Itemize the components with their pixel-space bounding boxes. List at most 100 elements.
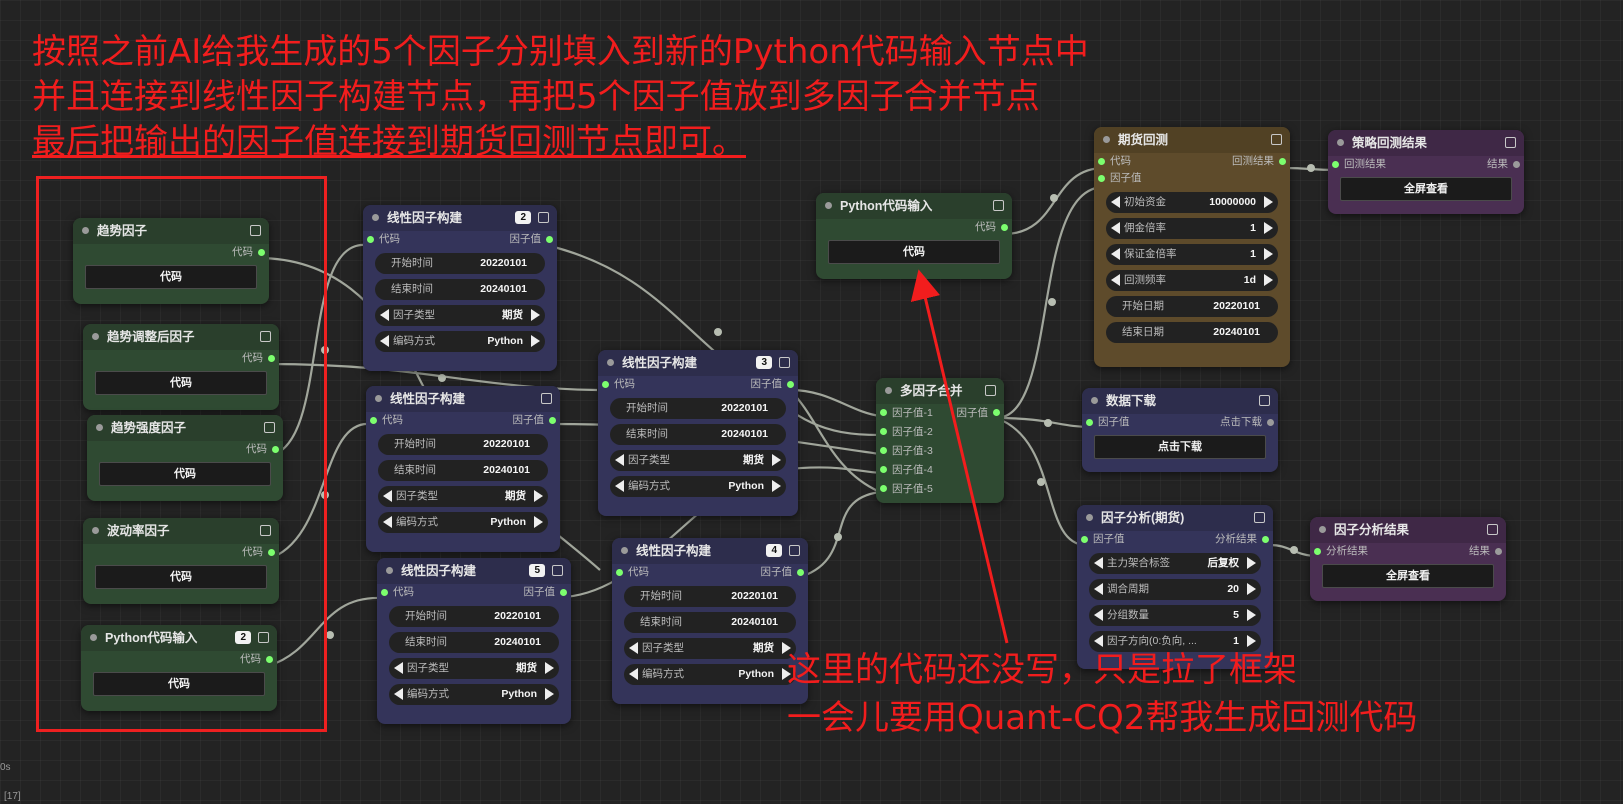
input-socket[interactable] xyxy=(1332,161,1339,168)
output-socket[interactable] xyxy=(560,589,567,596)
arrow-left-icon[interactable] xyxy=(380,309,389,321)
collapse-dot-icon[interactable] xyxy=(1337,139,1344,146)
code-button[interactable]: 代码 xyxy=(85,265,257,289)
arrow-right-icon[interactable] xyxy=(545,688,554,700)
output-socket[interactable] xyxy=(1495,548,1502,555)
input-socket[interactable] xyxy=(880,485,887,492)
fullscreen-view-button[interactable]: 全屏查看 xyxy=(1340,177,1512,201)
collapse-dot-icon[interactable] xyxy=(92,333,99,340)
arrow-left-icon[interactable] xyxy=(629,668,638,680)
download-button[interactable]: 点击下载 xyxy=(1094,435,1266,459)
arrow-right-icon[interactable] xyxy=(531,335,540,347)
code-button[interactable]: 代码 xyxy=(99,462,271,486)
input-socket[interactable] xyxy=(880,466,887,473)
collapse-dot-icon[interactable] xyxy=(92,527,99,534)
arrow-right-icon[interactable] xyxy=(782,668,791,680)
fullscreen-view-button[interactable]: 全屏查看 xyxy=(1322,564,1494,588)
node-title-bar[interactable]: 多因子合并 xyxy=(876,378,1004,404)
arrow-right-icon[interactable] xyxy=(1247,557,1256,569)
arrow-left-icon[interactable] xyxy=(1094,557,1103,569)
output-socket[interactable] xyxy=(1279,158,1286,165)
python-code-input-node[interactable]: Python代码输入 代码 代码 xyxy=(816,193,1012,279)
collapse-dot-icon[interactable] xyxy=(96,424,103,431)
backtest-result-node[interactable]: 策略回测结果 回测结果结果 全屏查看 xyxy=(1328,130,1524,214)
input-socket[interactable] xyxy=(880,447,887,454)
collapse-dot-icon[interactable] xyxy=(372,214,379,221)
output-socket[interactable] xyxy=(1267,419,1274,426)
arrow-left-icon[interactable] xyxy=(1111,274,1120,286)
input-socket-factor[interactable] xyxy=(1098,175,1105,182)
factor-node-volatility[interactable]: 波动率因子 代码 代码 xyxy=(83,518,279,604)
output-socket[interactable] xyxy=(797,569,804,576)
arrow-left-icon[interactable] xyxy=(394,688,403,700)
input-socket[interactable] xyxy=(1314,548,1321,555)
arrow-left-icon[interactable] xyxy=(1111,248,1120,260)
arrow-right-icon[interactable] xyxy=(782,642,791,654)
collapse-dot-icon[interactable] xyxy=(885,387,892,394)
edit-icon[interactable] xyxy=(1487,524,1498,535)
node-title-bar[interactable]: 趋势因子 xyxy=(73,218,269,244)
edit-icon[interactable] xyxy=(789,545,800,556)
collapse-dot-icon[interactable] xyxy=(386,567,393,574)
node-title-bar[interactable]: 数据下载 xyxy=(1082,388,1278,414)
arrow-right-icon[interactable] xyxy=(772,454,781,466)
factor-type-combo[interactable]: 因子类型期货 xyxy=(624,638,796,659)
node-title-bar[interactable]: 趋势强度因子 xyxy=(87,415,283,441)
output-socket[interactable] xyxy=(993,409,1000,416)
node-title-bar[interactable]: 因子分析(期货) xyxy=(1077,505,1273,531)
input-socket[interactable] xyxy=(381,589,388,596)
collapse-dot-icon[interactable] xyxy=(82,227,89,234)
node-title-bar[interactable]: Python代码输入 xyxy=(816,193,1012,219)
input-socket[interactable] xyxy=(880,428,887,435)
arrow-right-icon[interactable] xyxy=(1264,248,1273,260)
arrow-right-icon[interactable] xyxy=(1264,196,1273,208)
input-socket[interactable] xyxy=(602,381,609,388)
arrow-right-icon[interactable] xyxy=(1247,583,1256,595)
code-button[interactable]: 代码 xyxy=(95,565,267,589)
arrow-right-icon[interactable] xyxy=(545,662,554,674)
code-button[interactable]: 代码 xyxy=(95,371,267,395)
output-socket[interactable] xyxy=(549,417,556,424)
edit-icon[interactable] xyxy=(538,212,549,223)
arrow-left-icon[interactable] xyxy=(383,516,392,528)
edit-icon[interactable] xyxy=(779,357,790,368)
collapse-dot-icon[interactable] xyxy=(1319,526,1326,533)
arrow-right-icon[interactable] xyxy=(1264,222,1273,234)
arrow-right-icon[interactable] xyxy=(534,516,543,528)
node-title-bar[interactable]: 线性因子构建 xyxy=(366,386,560,412)
factor-type-combo[interactable]: 因子类型期货 xyxy=(610,450,786,471)
collapse-dot-icon[interactable] xyxy=(90,634,97,641)
edit-icon[interactable] xyxy=(985,385,996,396)
factor-type-combo[interactable]: 因子类型期货 xyxy=(375,305,545,326)
input-socket[interactable] xyxy=(1081,536,1088,543)
code-button[interactable]: 代码 xyxy=(93,672,265,696)
arrow-left-icon[interactable] xyxy=(383,490,392,502)
collapse-dot-icon[interactable] xyxy=(825,202,832,209)
arrow-left-icon[interactable] xyxy=(629,642,638,654)
factor-type-combo[interactable]: 因子类型期货 xyxy=(389,658,559,679)
edit-icon[interactable] xyxy=(993,200,1004,211)
node-title-bar[interactable]: 波动率因子 xyxy=(83,518,279,544)
output-socket[interactable] xyxy=(258,249,265,256)
arrow-right-icon[interactable] xyxy=(772,480,781,492)
